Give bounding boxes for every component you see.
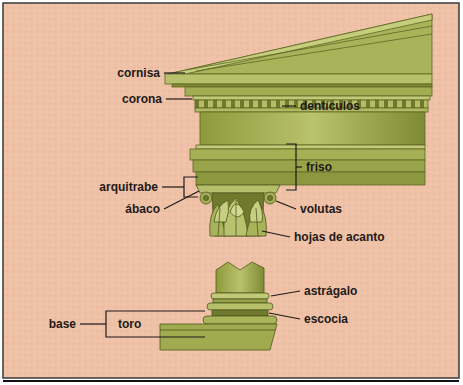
part-label: hojas de acanto (294, 230, 385, 244)
part-label: arquitrabe (99, 180, 158, 194)
corinthian-capital (196, 185, 280, 236)
part-label: ábaco (125, 202, 160, 216)
part-label: astrágalo (304, 284, 357, 298)
part-label: toro (118, 317, 141, 331)
part-label: base (49, 317, 76, 331)
part-label: cornisa (117, 66, 160, 80)
part-label: escocia (304, 312, 348, 326)
background-panel (3, 3, 459, 378)
part-label: corona (122, 92, 162, 106)
part-label: friso (306, 160, 332, 174)
leader-lines (80, 73, 302, 337)
part-label: volutas (300, 202, 342, 216)
part-label: dentículos (300, 99, 360, 113)
entablature (165, 14, 432, 185)
